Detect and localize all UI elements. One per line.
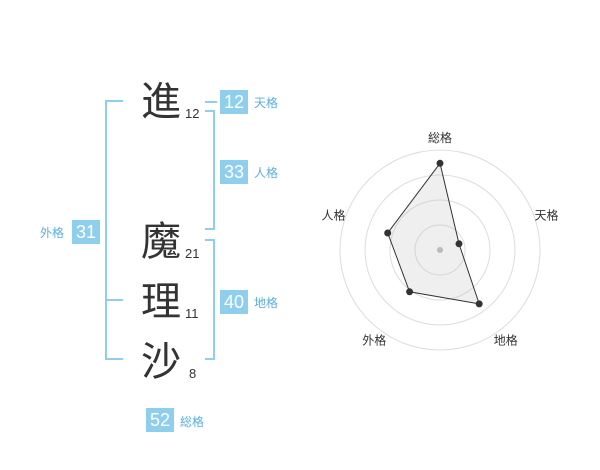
radar-axis-label-2: 天格 [534, 207, 558, 222]
jinkaku-label: 人格 [254, 166, 279, 180]
gaikaku-badge: 31 [72, 220, 100, 244]
gaikaku-bracket-top [105, 100, 123, 102]
chikaku-bracket-line [213, 239, 215, 360]
jinkaku-bracket-bottom [205, 228, 215, 230]
chikaku-badge: 40 [220, 290, 248, 314]
radar-axis-label-1: 総格 [428, 130, 452, 145]
soukaku-label: 総格 [180, 415, 205, 429]
radar-area [387, 162, 480, 305]
jinkaku-bracket-line [213, 110, 215, 230]
radar-ring [339, 149, 541, 351]
radar-point-2 [455, 240, 463, 248]
stroke-count-2: 21 [185, 246, 200, 261]
tenkaku-bracket [205, 101, 217, 103]
tenkaku-label: 天格 [254, 96, 279, 110]
chikaku-label: 地格 [254, 296, 279, 310]
stroke-count-3: 11 [185, 306, 199, 321]
tenkaku-badge: 12 [220, 90, 248, 114]
radar-point-3 [475, 300, 483, 308]
radar-point-5 [384, 229, 392, 237]
radar-axis-label-4: 外格 [362, 333, 386, 348]
soukaku-badge: 52 [146, 408, 174, 432]
name-char-3: 理 [141, 279, 181, 325]
name-char-4: 沙 [141, 339, 181, 385]
name-char-1: 進 [141, 79, 181, 125]
chikaku-bracket-bottom [205, 358, 215, 360]
radar-point-4 [406, 288, 414, 296]
radar-axis-label-5: 人格 [321, 207, 345, 222]
jinkaku-badge: 33 [220, 160, 248, 184]
radar-point-1 [436, 159, 444, 167]
jinkaku-bracket-top [205, 110, 215, 112]
gaikaku-label: 外格 [40, 226, 65, 240]
stroke-count-4: 8 [189, 366, 197, 381]
radar-ring [389, 199, 491, 301]
radar-ring [364, 174, 516, 326]
chikaku-bracket-top [205, 239, 215, 241]
radar-axis-label-3: 地格 [494, 333, 518, 348]
gaikaku-bracket-line [105, 100, 107, 360]
gaikaku-bracket-mid [105, 299, 123, 301]
gaikaku-bracket-bottom [105, 358, 123, 360]
stroke-count-1: 12 [185, 106, 200, 121]
radar-center-dot [437, 247, 443, 253]
radar-ring [414, 224, 466, 276]
name-char-2: 魔 [141, 219, 181, 265]
